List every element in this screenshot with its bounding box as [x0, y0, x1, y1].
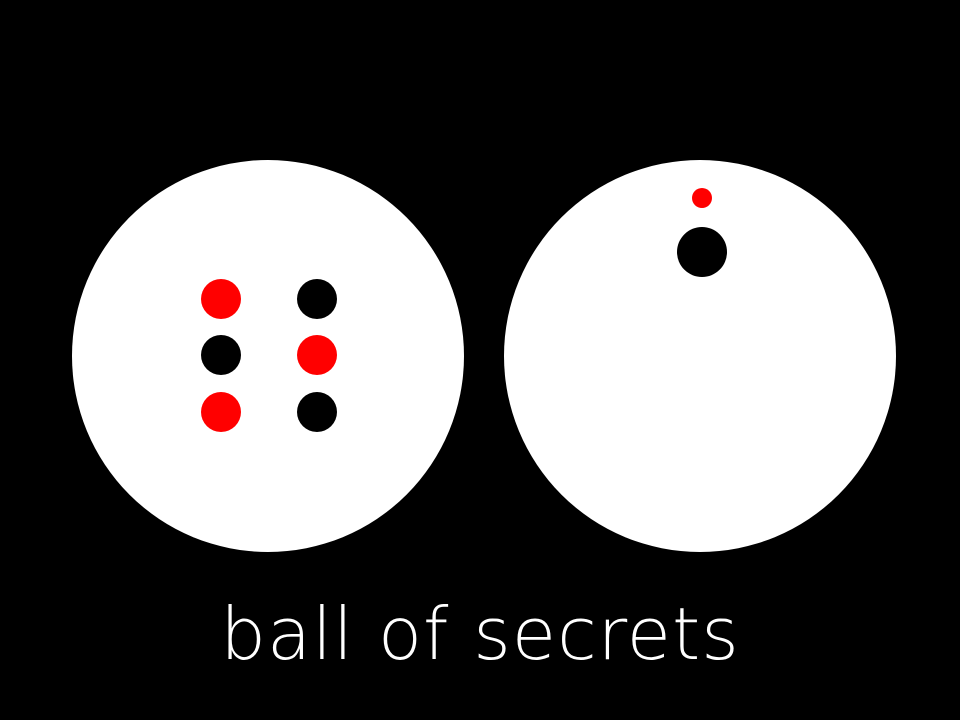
left-dot-black-middle-left: [201, 335, 241, 375]
left-dot-red-top-left: [201, 279, 241, 319]
right-dot-red-small: [692, 188, 712, 208]
left-dot-black-top-right: [297, 279, 337, 319]
right-ball: [504, 160, 896, 552]
left-dot-red-bottom-left: [201, 392, 241, 432]
right-dot-black-large: [677, 227, 727, 277]
left-ball: [72, 160, 464, 552]
left-dot-red-middle-right: [297, 335, 337, 375]
slide-title: ball of secrets: [220, 592, 740, 676]
left-dot-black-bottom-right: [297, 392, 337, 432]
